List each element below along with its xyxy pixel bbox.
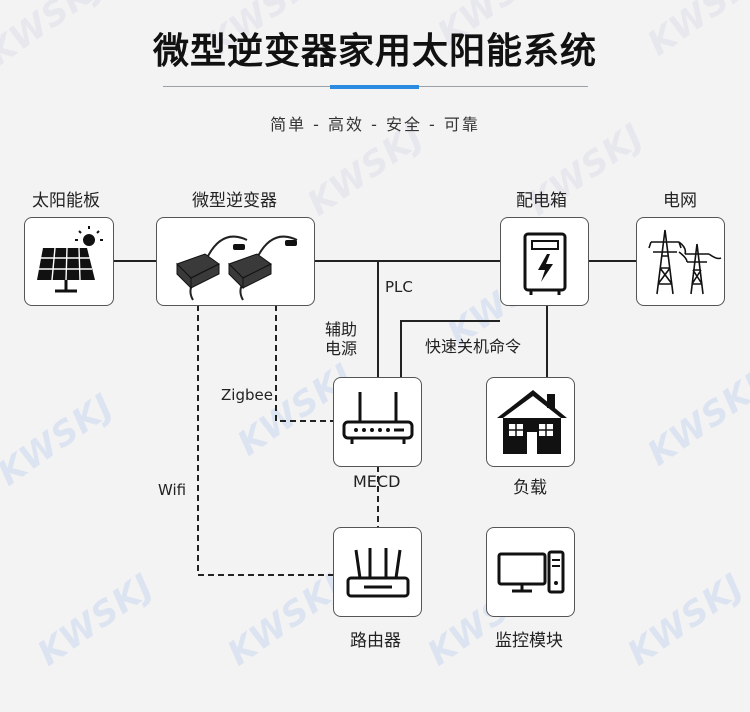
shutdown-command-label: 快速关机命令 bbox=[425, 337, 522, 356]
wifi-router-icon bbox=[346, 548, 410, 598]
microinverter-icon bbox=[176, 235, 298, 301]
load-node bbox=[486, 377, 575, 467]
page-title: 微型逆变器家用太阳能系统 bbox=[152, 31, 597, 72]
distribution-box-icon bbox=[523, 232, 567, 295]
solar-panel-label: 太阳能板 bbox=[32, 191, 100, 211]
plc-label: PLC bbox=[385, 278, 413, 296]
computer-icon bbox=[497, 550, 565, 594]
mecd-node bbox=[333, 377, 422, 467]
monitor-node bbox=[486, 527, 575, 617]
line-zigbee bbox=[275, 305, 333, 422]
router-antenna-icon bbox=[342, 392, 414, 444]
grid-label: 电网 bbox=[663, 191, 697, 211]
wifi-label: Wifi bbox=[158, 481, 187, 499]
aux-power-label-line2: 电源 bbox=[325, 339, 358, 358]
router-node bbox=[333, 527, 422, 617]
router-label: 路由器 bbox=[350, 631, 401, 651]
microinverter-node bbox=[156, 217, 315, 306]
page-subtitle: 简单 - 高效 - 安全 - 可靠 bbox=[270, 115, 480, 134]
solar-panel-node bbox=[24, 217, 114, 306]
microinverter-label: 微型逆变器 bbox=[192, 191, 277, 211]
zigbee-label: Zigbee bbox=[221, 386, 273, 404]
power-tower-icon bbox=[648, 229, 722, 295]
line-shutdown-to-mecd bbox=[400, 320, 500, 378]
grid-node bbox=[636, 217, 725, 306]
load-label: 负载 bbox=[513, 478, 547, 498]
title-divider-accent bbox=[330, 85, 419, 89]
solar-panel-icon bbox=[37, 226, 103, 293]
house-icon bbox=[497, 390, 567, 454]
monitor-label: 监控模块 bbox=[495, 631, 563, 651]
line-wifi bbox=[197, 305, 333, 576]
distribution-box-label: 配电箱 bbox=[516, 191, 567, 211]
aux-power-label-line1: 辅助 bbox=[325, 320, 358, 339]
distribution-box-node bbox=[500, 217, 589, 306]
mecd-label: MECD bbox=[353, 472, 401, 491]
